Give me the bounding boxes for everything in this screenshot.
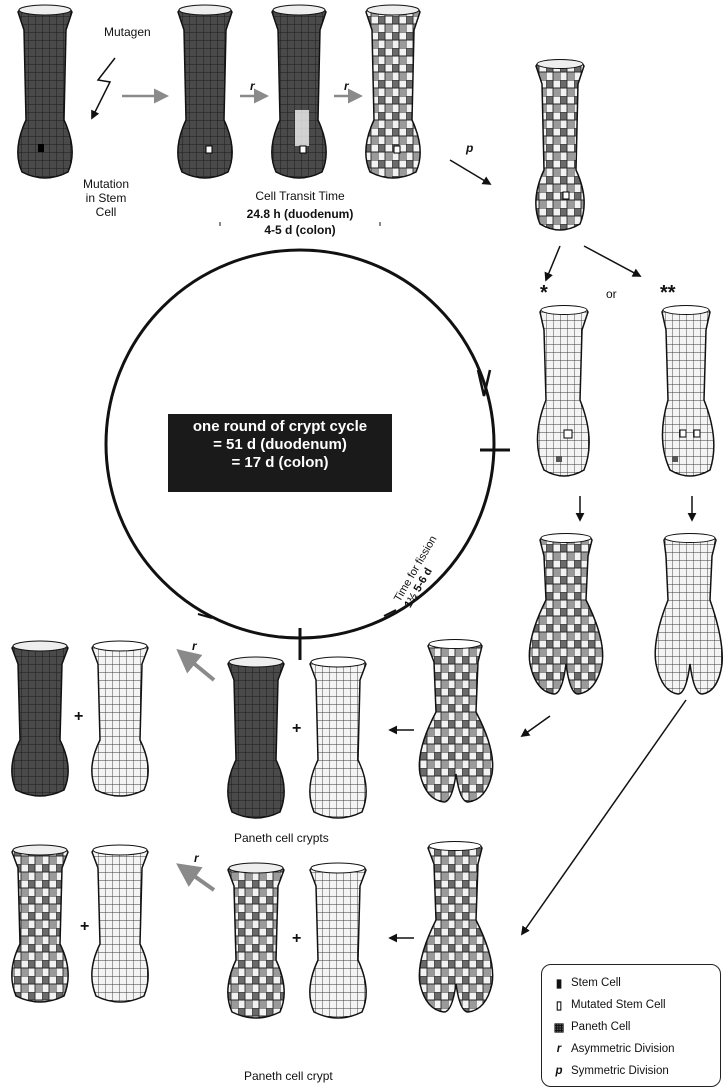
crypt-fission-single <box>529 534 602 695</box>
legend-mutated: ▯ Mutated Stem Cell <box>552 994 714 1016</box>
r-label-1: r <box>250 80 255 94</box>
double-star: ** <box>660 282 676 305</box>
crypt-initial <box>18 5 72 178</box>
arrow-to-split-lower <box>522 700 686 934</box>
crypt-double-star <box>662 306 714 477</box>
cycle-line2: = 51 d (duodenum) <box>168 436 392 454</box>
plus-2: + <box>292 720 301 738</box>
p-label: p <box>466 142 473 156</box>
or-label: or <box>606 288 617 302</box>
mutation-label-line3: Cell <box>76 206 136 220</box>
mutation-label: Mutation in Stem Cell <box>76 178 136 219</box>
legend-paneth: ▦ Paneth Cell <box>552 1016 714 1038</box>
mutation-label-line2: in Stem <box>76 192 136 206</box>
arrow-branch-double <box>584 246 640 276</box>
legend-asym: r Asymmetric Division <box>552 1038 714 1060</box>
legend-paneth-label: Paneth Cell <box>571 1021 630 1033</box>
arrow-branch-single <box>546 246 560 280</box>
mutation-label-line1: Mutation <box>76 178 136 192</box>
arrow-p <box>450 160 490 184</box>
crypt-dark-mid-1 <box>228 657 284 818</box>
crypt-row1-3 <box>272 5 326 178</box>
crypt-light-mid-2 <box>310 863 366 1018</box>
mutagen-zigzag-arrow <box>92 58 115 118</box>
crypt-dark-left-1 <box>12 641 68 796</box>
plus-3: + <box>80 918 89 936</box>
legend-asym-label: Asymmetric Division <box>571 1043 675 1055</box>
legend: ▮ Stem Cell ▯ Mutated Stem Cell ▦ Paneth… <box>541 964 721 1087</box>
crypt-mix-mid-2 <box>228 863 284 1018</box>
cycle-line1: one round of crypt cycle <box>168 418 392 436</box>
crypt-row1-2 <box>178 5 232 178</box>
paneth-cell-icon: ▦ <box>552 1020 566 1034</box>
crypt-light-left-2 <box>92 845 148 1002</box>
crypt-split-upper <box>419 640 492 803</box>
crypt-fission-double <box>655 534 722 695</box>
crypt-light-mid-1 <box>310 657 366 818</box>
legend-stem-label: Stem Cell <box>571 977 621 989</box>
arrow-to-split-upper <box>522 716 550 736</box>
transit-duodenum: 24.8 h (duodenum) <box>200 208 400 222</box>
crypt-row1-4 <box>366 5 420 178</box>
transit-colon: 4-5 d (colon) <box>200 224 400 238</box>
arrow-r-4 <box>180 866 214 890</box>
crypt-split-lower <box>419 842 492 1013</box>
legend-mutated-label: Mutated Stem Cell <box>571 999 666 1011</box>
asym-symbol: r <box>552 1043 566 1055</box>
legend-sym-label: Symmetric Division <box>571 1065 669 1077</box>
arrow-r-3 <box>180 652 214 680</box>
crypt-light-left-1 <box>92 641 148 796</box>
crypt-single-star <box>537 306 589 477</box>
mutated-stem-cell-marker <box>206 146 212 153</box>
legend-stem: ▮ Stem Cell <box>552 972 714 994</box>
crypt-row1-5 <box>536 60 584 231</box>
paneth-crypt-label: Paneth cell crypt <box>244 1070 333 1084</box>
crypt-cycle-box: one round of crypt cycle = 51 d (duodenu… <box>168 414 392 492</box>
mutated-stem-cell-icon: ▯ <box>552 998 566 1012</box>
r-label-2: r <box>344 80 349 94</box>
paneth-crypts-label: Paneth cell crypts <box>234 832 329 846</box>
single-star: * <box>540 282 548 305</box>
plus-4: + <box>292 930 301 948</box>
transit-title: Cell Transit Time <box>200 190 400 204</box>
stem-cell-icon: ▮ <box>552 976 566 990</box>
sym-symbol: p <box>552 1065 566 1077</box>
mutagen-label: Mutagen <box>104 26 151 40</box>
plus-1: + <box>74 708 83 726</box>
legend-sym: p Symmetric Division <box>552 1060 714 1082</box>
stem-cell-marker <box>38 144 44 152</box>
cycle-line3: = 17 d (colon) <box>168 454 392 472</box>
r-label-3: r <box>192 640 197 654</box>
crypt-mix-left-2 <box>12 845 68 1002</box>
r-label-4: r <box>194 852 199 866</box>
